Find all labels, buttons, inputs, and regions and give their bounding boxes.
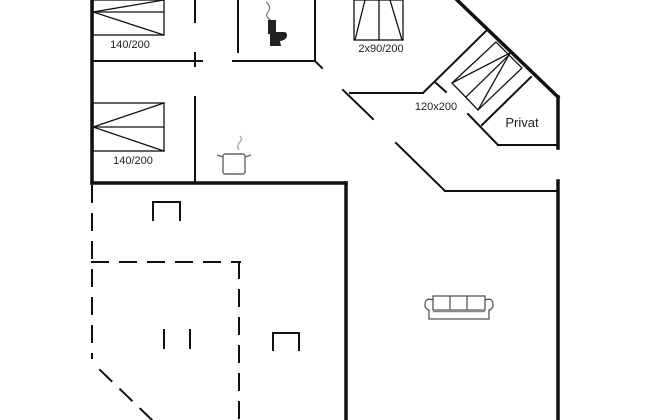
room-label: 140/200 (110, 39, 150, 51)
room-label-privat: Privat (505, 115, 539, 130)
room-label: 120x200 (414, 101, 458, 113)
room-label: 2x90/200 (358, 43, 404, 55)
interior-walls (91, 0, 559, 193)
cooking-pot-icon (216, 135, 252, 175)
room-label: 140/200 (113, 155, 153, 167)
dashed-lines (91, 185, 241, 420)
furniture-marks (152, 201, 300, 351)
outer-walls (90, 0, 561, 420)
toilet-icon (265, 1, 287, 46)
bed-icon (451, 41, 523, 111)
bed-icon (92, 0, 165, 36)
sofa-icon (424, 295, 494, 320)
bed-icon (92, 102, 165, 152)
bed-icon (353, 0, 404, 41)
